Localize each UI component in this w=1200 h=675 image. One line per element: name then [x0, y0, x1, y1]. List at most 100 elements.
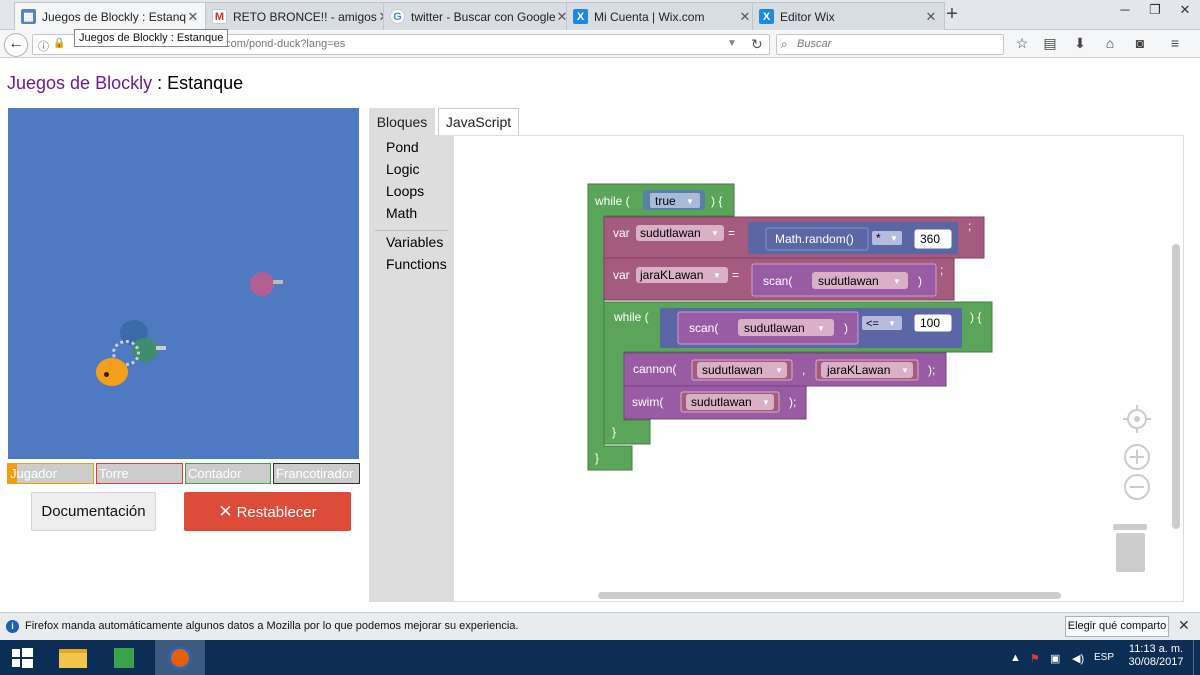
language-indicator[interactable]: ESP: [1094, 652, 1115, 663]
tab-title: Editor Wix: [780, 9, 835, 24]
page-title: Juegos de Blockly : Estanque: [7, 73, 243, 94]
browser-tab-strip: ▦ Juegos de Blockly : Estanque ✕ M RETO …: [0, 0, 1200, 30]
reset-button[interactable]: ✕Restablecer: [184, 492, 351, 531]
new-tab-button[interactable]: +: [946, 3, 958, 25]
documentation-button[interactable]: Documentación: [31, 492, 156, 531]
variable-dropdown[interactable]: [812, 272, 908, 289]
network-icon[interactable]: ▣: [1050, 653, 1061, 665]
menu-icon[interactable]: ≡: [1170, 35, 1180, 51]
while-block[interactable]: while ( true ▼ ) { }: [587, 183, 735, 471]
var-jaraklawan-block[interactable]: var jaraKLawan ▼ = scan( sudutlawan ▼ ) …: [603, 257, 955, 301]
tab-wix-editor[interactable]: X Editor Wix ✕: [752, 2, 945, 30]
maximize-icon[interactable]: ❐: [1149, 2, 1161, 17]
reading-list-icon[interactable]: ▤: [1043, 35, 1057, 51]
vertical-scrollbar[interactable]: [1172, 244, 1180, 529]
file-explorer-icon[interactable]: [50, 640, 98, 675]
tab-gmail[interactable]: M RETO BRONCE!! - amigosele ✕: [205, 2, 398, 30]
dropdown-icon: ▼: [893, 277, 901, 286]
number-field[interactable]: [913, 313, 953, 333]
category-math[interactable]: Math: [386, 205, 418, 221]
open-brace: ) {: [711, 194, 722, 208]
close-icon[interactable]: ✕: [556, 8, 568, 24]
search-box[interactable]: ⌕ Buscar: [776, 34, 1004, 55]
statement-end: );: [789, 395, 796, 409]
true-dropdown[interactable]: [650, 193, 700, 208]
variable-dropdown[interactable]: [636, 267, 728, 283]
dropdown-icon: ▼: [686, 197, 694, 206]
close-icon[interactable]: ✕: [187, 8, 199, 24]
bookmark-star-icon[interactable]: ☆: [1015, 35, 1029, 51]
app-title-link[interactable]: Juegos de Blockly: [7, 73, 153, 93]
choose-data-button[interactable]: Elegir qué comparto: [1065, 616, 1169, 637]
close-icon[interactable]: ✕: [739, 8, 751, 24]
variable-dropdown[interactable]: [697, 362, 787, 378]
equals-sign: =: [728, 226, 735, 240]
recenter-icon[interactable]: [1123, 405, 1151, 433]
var-sudutlawan-block[interactable]: var sudutlawan ▼ = Math.random() * ▼ 360…: [603, 216, 985, 259]
math-random-block[interactable]: [765, 227, 869, 251]
clock[interactable]: 11:13 a. m. 30/08/2017: [1120, 643, 1192, 669]
variable-dropdown[interactable]: [821, 362, 913, 378]
player-bar-contador: Contador: [185, 463, 271, 484]
player-bar-jugador: Jugador: [7, 463, 94, 484]
reload-icon[interactable]: ↻: [751, 36, 763, 52]
close-icon[interactable]: ✕: [925, 8, 937, 24]
tab-google[interactable]: G twitter - Buscar con Google ✕: [383, 2, 576, 30]
cannon-block[interactable]: cannon( sudutlawan ▼ , jaraKLawan ▼ );: [623, 352, 947, 387]
firefox-icon[interactable]: [155, 640, 205, 675]
info-icon: i: [6, 620, 19, 633]
inner-while-block[interactable]: while ( scan( sudutlawan ▼ ) <= ▼ 100 ) …: [603, 301, 993, 445]
cannon-icon: [156, 346, 166, 350]
tab-title: Mi Cuenta | Wix.com: [594, 9, 705, 24]
tab-javascript[interactable]: JavaScript: [438, 108, 519, 136]
notification-text: Firefox manda automáticamente algunos da…: [25, 620, 519, 632]
dropdown-icon[interactable]: ▼: [727, 38, 737, 49]
tray-chevron-icon[interactable]: ▲: [1010, 652, 1021, 664]
pocket-icon[interactable]: ◙: [1135, 35, 1145, 51]
variable-dropdown[interactable]: [636, 225, 724, 241]
windows-taskbar: ▲ ⚑ ▣ ◀) ESP 11:13 a. m. 30/08/2017: [0, 640, 1200, 675]
swim-block[interactable]: swim( sudutlawan ▼ );: [623, 385, 807, 420]
download-icon[interactable]: ⬇: [1074, 35, 1086, 51]
search-placeholder: Buscar: [797, 38, 832, 50]
minimize-icon[interactable]: ─: [1120, 2, 1130, 17]
window-close-icon[interactable]: ✕: [1179, 2, 1191, 17]
info-icon[interactable]: ⓘ: [38, 41, 49, 53]
zoom-in-icon[interactable]: [1124, 444, 1150, 470]
back-button[interactable]: ←: [4, 33, 28, 57]
wix-icon: X: [573, 9, 588, 24]
tab-blockly-pond[interactable]: ▦ Juegos de Blockly : Estanque ✕: [14, 2, 207, 30]
statement-end: );: [928, 363, 935, 377]
tab-wix-account[interactable]: X Mi Cuenta | Wix.com ✕: [566, 2, 759, 30]
number-field[interactable]: [913, 228, 953, 250]
variable-dropdown[interactable]: [686, 394, 774, 410]
windows-start-icon[interactable]: [0, 640, 48, 675]
zoom-out-icon[interactable]: [1124, 474, 1150, 500]
home-icon[interactable]: ⌂: [1105, 35, 1115, 51]
gmail-icon: M: [212, 9, 227, 24]
operator-dropdown[interactable]: [872, 231, 902, 245]
volume-icon[interactable]: ◀): [1072, 653, 1085, 665]
variable-name: sudutlawan: [640, 226, 701, 240]
store-icon[interactable]: [100, 640, 148, 675]
trash-icon[interactable]: [1113, 524, 1147, 572]
category-functions[interactable]: Functions: [386, 256, 447, 272]
horizontal-scrollbar[interactable]: [598, 592, 1061, 599]
category-variables[interactable]: Variables: [386, 234, 444, 250]
operator: <=: [866, 318, 879, 330]
operator-dropdown[interactable]: [862, 316, 902, 330]
category-loops[interactable]: Loops: [386, 183, 425, 199]
close-icon: ✕: [218, 502, 233, 521]
tab-bloques[interactable]: Bloques: [369, 108, 435, 136]
dropdown-icon: ▼: [817, 324, 825, 333]
operator: *: [876, 231, 881, 245]
category-pond[interactable]: Pond: [386, 139, 419, 155]
show-desktop-button[interactable]: [1193, 640, 1200, 675]
flag-icon[interactable]: ⚑: [1030, 653, 1040, 665]
close-icon[interactable]: ✕: [1178, 617, 1190, 633]
category-logic[interactable]: Logic: [386, 161, 420, 177]
swim-label: swim(: [632, 395, 663, 409]
variable-dropdown[interactable]: [738, 319, 834, 336]
dropdown-icon: ▼: [713, 271, 721, 280]
